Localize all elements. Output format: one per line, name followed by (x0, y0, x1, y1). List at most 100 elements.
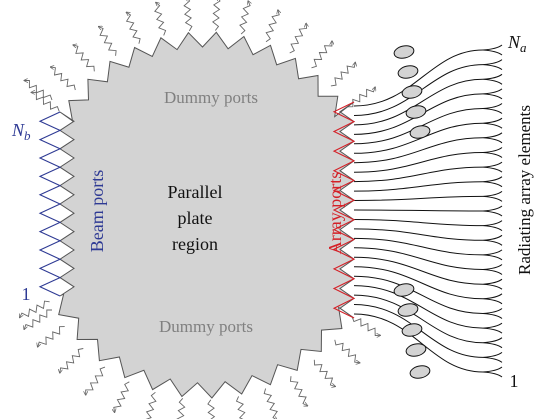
array-feed-line (353, 181, 484, 192)
array-feed-line (353, 166, 484, 183)
dummy-port-arrows (20, 0, 381, 419)
dummy-port-arrow-icon (183, 0, 193, 32)
radiating-elements-label: Radiating array elements (515, 105, 534, 275)
array-element-one-label: 1 (510, 371, 519, 391)
tapered-slot-antenna-icon (482, 293, 503, 305)
array-feed-line (353, 137, 484, 164)
dummy-port-arrow-icon (73, 45, 95, 72)
dummy-port-arrow-icon (265, 10, 279, 43)
dummy-port-arrow-icon (212, 0, 220, 31)
dummy-port-arrow-icon (20, 300, 50, 318)
tapered-slot-antenna-icon (482, 337, 503, 349)
delay-line-loop-icon (393, 45, 415, 59)
array-feed-line (353, 256, 484, 285)
array-feed-line (353, 49, 484, 107)
array-feed-line (353, 266, 484, 300)
na-base: N (507, 32, 521, 52)
tapered-slot-antenna-icon (482, 59, 503, 71)
array-feed-line (353, 237, 484, 256)
nb-label: Nb (11, 120, 31, 143)
region-label-line1: Parallel (168, 182, 223, 202)
tapered-slot-antenna-icon (482, 220, 503, 232)
tapered-slot-antenna-icon (482, 249, 503, 261)
dummy-port-arrow-icon (114, 381, 130, 413)
tapered-slot-antenna-icon (482, 190, 503, 202)
region-label-line3: region (172, 234, 218, 254)
array-feed-line (353, 195, 484, 201)
dummy-port-arrow-icon (239, 1, 250, 35)
array-feed-line (353, 219, 484, 227)
dummy-port-arrow-icon (50, 67, 76, 91)
dummy-port-arrow-icon (289, 23, 307, 54)
delay-line-loop-icon (397, 65, 419, 79)
dummy-port-arrow-icon (24, 81, 53, 101)
dummy-port-arrow-icon (347, 87, 376, 108)
dummy-port-arrow-icon (60, 348, 84, 374)
array-feed-line (353, 228, 484, 241)
array-feed-line (353, 78, 484, 126)
dummy-port-arrow-icon (145, 391, 157, 419)
dummy-port-arrow-icon (86, 366, 106, 395)
dummy-ports-label-bottom: Dummy ports (159, 317, 253, 336)
dummy-port-arrow-icon (290, 376, 308, 406)
dummy-port-arrow-icon (311, 41, 333, 69)
array-feed-line (353, 209, 484, 212)
delay-line-loop-icon (393, 283, 415, 297)
delay-line-loop-icon (409, 125, 431, 139)
array-feed-line (353, 247, 484, 270)
dummy-port-arrow-icon (154, 2, 167, 36)
na-label: Na (507, 32, 527, 55)
dummy-ports-label-top: Dummy ports (164, 88, 258, 107)
delay-line-loop-icon (409, 365, 431, 379)
tapered-slot-antenna-icon (482, 366, 503, 378)
dummy-port-arrow-icon (126, 12, 141, 44)
dummy-port-arrow-icon (176, 397, 186, 419)
delay-line-loop-icon (405, 343, 427, 357)
dummy-port-arrow-icon (31, 92, 60, 112)
tapered-slot-antenna-icon (482, 234, 503, 246)
dummy-port-arrow-icon (330, 62, 355, 87)
tapered-slot-antenna-icon (482, 322, 503, 334)
delay-line-loop-icon (401, 85, 423, 99)
array-ports-label: Array ports (325, 172, 345, 254)
tapered-slot-antenna-icon (482, 176, 503, 188)
region-label-line2: plate (178, 208, 213, 228)
delay-line-loop-icon (401, 323, 423, 337)
dummy-port-arrow-icon (313, 359, 335, 387)
tapered-slot-antenna-icon (482, 264, 503, 275)
dummy-port-arrow-icon (24, 309, 52, 330)
delay-line-loop-icon (397, 303, 419, 317)
nb-base: N (11, 120, 25, 140)
dummy-port-arrow-icon (38, 326, 65, 348)
tapered-slot-antenna-icon (482, 132, 503, 144)
beam-ports-label: Beam ports (87, 170, 107, 253)
tapered-slot-antenna-icon (482, 103, 503, 114)
dummy-port-arrow-icon (334, 339, 360, 363)
array-feed-line (353, 152, 484, 173)
parallel-plate-region (58, 31, 355, 399)
tapered-slot-antenna-icon (482, 351, 503, 363)
array-ports-sawtooth (332, 101, 356, 319)
dummy-port-arrow-icon (207, 399, 216, 419)
dummy-port-arrow-icon (98, 27, 117, 56)
array-feed-line (353, 313, 484, 373)
tapered-slot-antenna-icon (482, 205, 503, 217)
tapered-slot-antenna-icon (482, 73, 503, 85)
array-feed-line (353, 275, 484, 314)
nb-sub: b (24, 128, 31, 143)
tapered-slot-antenna-icon (482, 147, 503, 158)
tapered-slot-antenna-icon (482, 308, 503, 319)
tapered-slot-antenna-icon (482, 44, 503, 56)
tapered-slot-antenna-icon (482, 117, 503, 129)
radiating-array-elements (353, 44, 503, 379)
beam-port-one-label: 1 (22, 284, 31, 304)
array-feed-line (353, 294, 484, 344)
na-sub: a (520, 40, 527, 55)
delay-line-loop-icon (405, 105, 427, 119)
dummy-port-arrow-icon (235, 396, 246, 419)
beam-ports-sawtooth (38, 111, 62, 297)
dummy-port-arrow-icon (263, 388, 277, 419)
tapered-slot-antenna-icon (482, 161, 503, 173)
array-feed-line (353, 285, 484, 329)
